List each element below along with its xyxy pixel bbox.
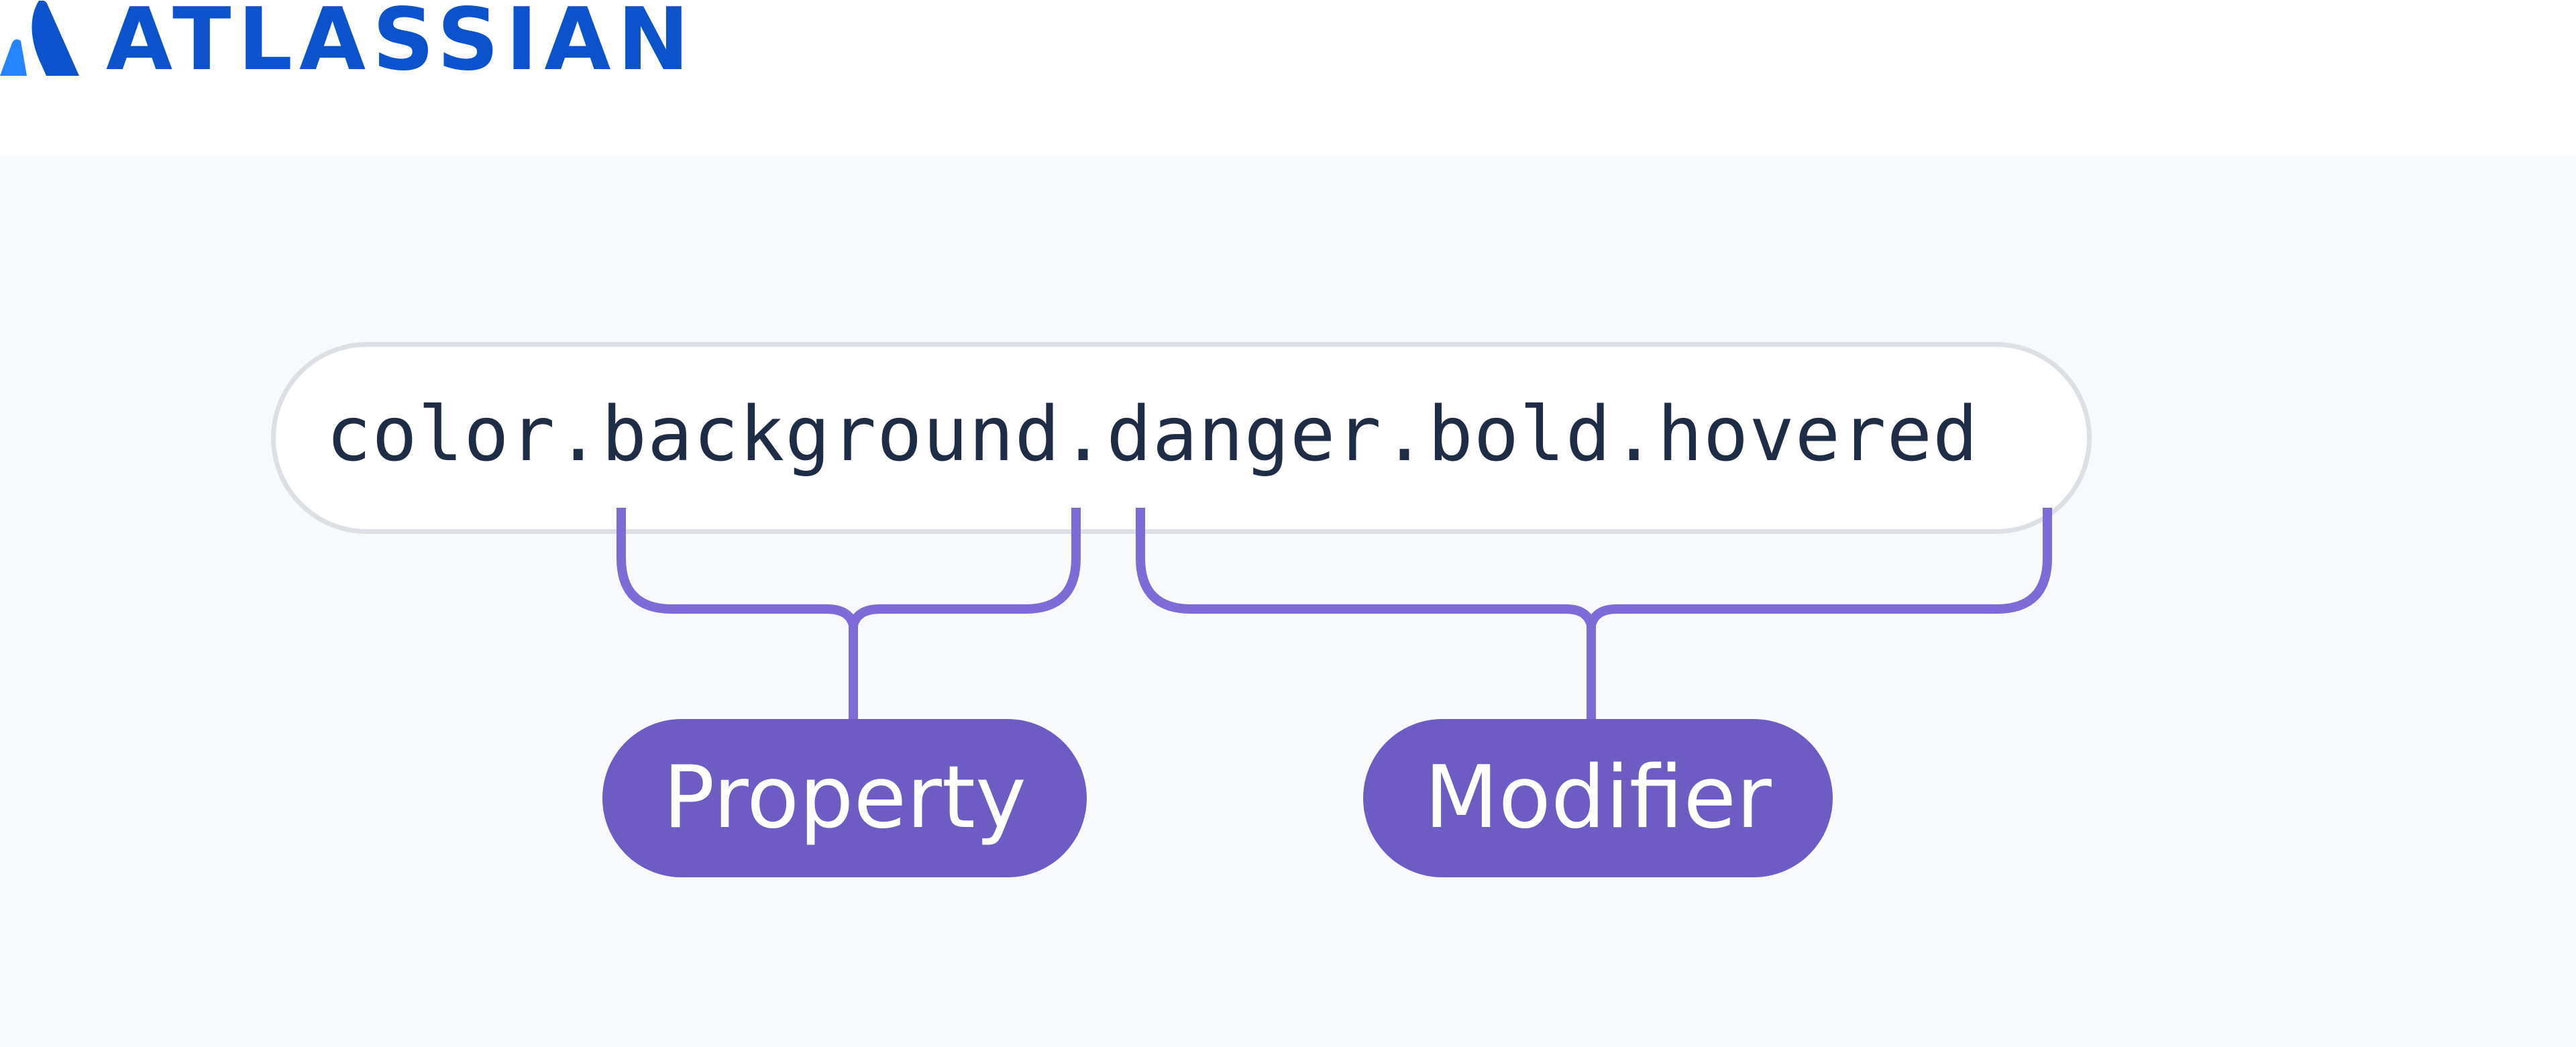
modifier-bracket bbox=[1136, 508, 2052, 630]
atlassian-logo[interactable]: ATLASSIAN bbox=[0, 0, 696, 90]
header: ATLASSIAN bbox=[0, 0, 2576, 156]
atlassian-wordmark: ATLASSIAN bbox=[106, 0, 696, 90]
token-naming-diagram: color.background.danger.bold.hovered Pro… bbox=[0, 156, 2576, 1047]
token-pill bbox=[271, 342, 2092, 534]
property-label: Property bbox=[602, 719, 1087, 877]
atlassian-logo-mark-icon bbox=[0, 1, 79, 76]
bracket-connectors bbox=[616, 508, 2052, 724]
property-bracket bbox=[616, 508, 1081, 630]
modifier-label: Modifier bbox=[1363, 719, 1833, 877]
token-name: color.background.danger.bold.hovered bbox=[326, 391, 1979, 478]
